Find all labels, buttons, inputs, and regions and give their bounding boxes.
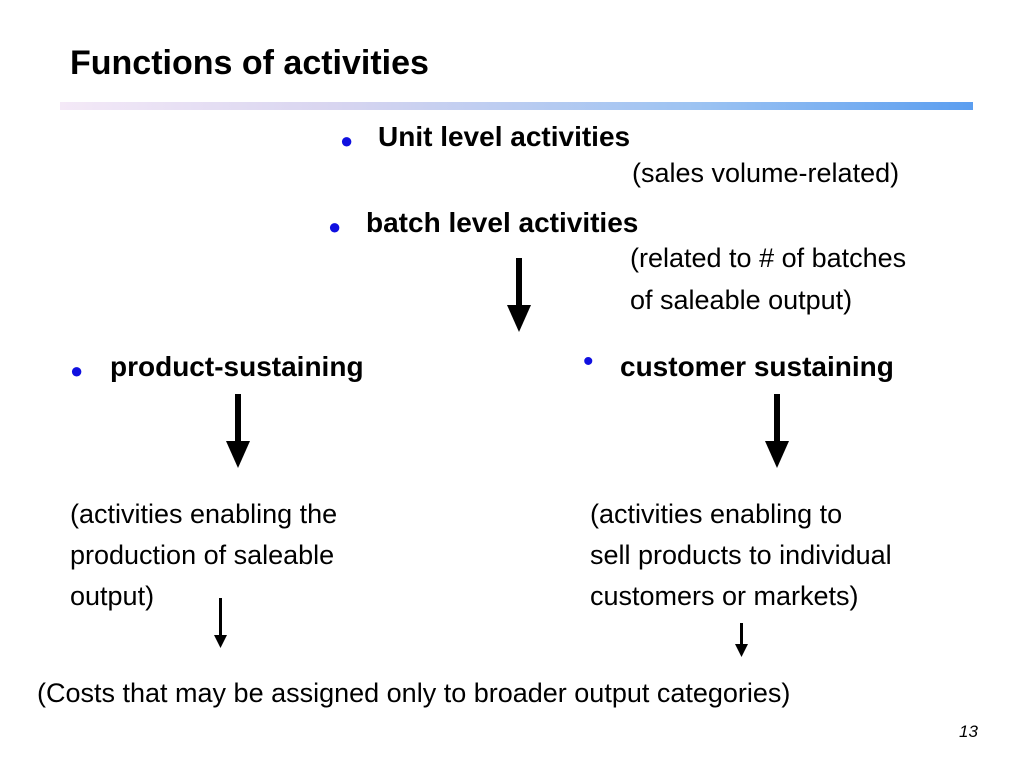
bullet-batch: ● — [328, 214, 342, 239]
product-desc-line1: (activities enabling the — [70, 499, 338, 529]
customer-desc-line2: sell products to individual — [590, 540, 892, 570]
customer-sustaining-heading: customer sustaining — [620, 351, 894, 382]
title-divider — [60, 102, 973, 110]
unit-level-note: (sales volume-related) — [632, 158, 900, 188]
product-sustaining-heading: product-sustaining — [110, 351, 364, 382]
customer-desc-line3: customers or markets) — [590, 581, 859, 611]
product-desc-line2: production of saleable — [70, 540, 335, 570]
arrow-batch-down — [507, 258, 531, 332]
page-title: Functions of activities — [70, 44, 429, 82]
customer-desc-line1: (activities enabling to — [590, 499, 843, 529]
conclusion-text: (Costs that may be assigned only to broa… — [37, 678, 791, 708]
arrow-product-to-conclusion — [214, 598, 227, 648]
arrow-customer-down — [765, 394, 789, 468]
bullet-product: ● — [70, 358, 84, 383]
unit-level-heading: Unit level activities — [378, 121, 631, 152]
page-number: 13 — [959, 722, 978, 741]
batch-level-note-line2: of saleable output) — [630, 285, 853, 315]
batch-level-heading: batch level activities — [366, 207, 639, 238]
arrow-product-down — [226, 394, 250, 468]
arrow-customer-to-conclusion — [735, 623, 748, 657]
bullet-customer: • — [583, 345, 594, 378]
bullet-unit: ● — [340, 128, 354, 153]
product-desc-line3: output) — [70, 581, 155, 611]
batch-level-note-line1: (related to # of batches — [630, 243, 907, 273]
